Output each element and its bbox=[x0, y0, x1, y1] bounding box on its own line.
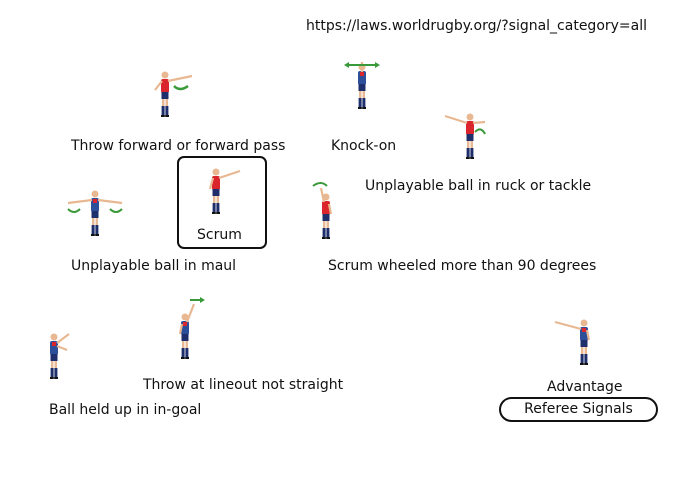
signal-label-knock-on: Knock-on bbox=[331, 138, 397, 154]
referee-lineout-icon bbox=[176, 297, 205, 366]
signal-label-scrum-wheeled: Scrum wheeled more than 90 degrees bbox=[328, 258, 597, 274]
referee-signals-button[interactable]: Referee Signals bbox=[499, 397, 658, 422]
signal-label-scrum: Scrum bbox=[197, 227, 242, 243]
referee-advantage-icon bbox=[554, 318, 593, 372]
scrum-highlight-box bbox=[177, 156, 267, 249]
signal-label-unplayable-maul: Unplayable ball in maul bbox=[71, 258, 237, 274]
referee-scrum-icon bbox=[207, 167, 241, 221]
url-text: https://laws.worldrugby.org/?signal_cate… bbox=[306, 18, 648, 34]
referee-ball-held-up-icon bbox=[45, 332, 70, 386]
signal-label-throw-forward: Throw forward or forward pass bbox=[71, 138, 286, 154]
signal-label-ball-held-up: Ball held up in in-goal bbox=[49, 402, 202, 418]
referee-knock-on-icon bbox=[344, 62, 380, 116]
signal-label-unplayable-ruck: Unplayable ball in ruck or tackle bbox=[365, 178, 592, 194]
signal-label-advantage: Advantage bbox=[547, 379, 623, 395]
referee-unplayable-ruck-icon bbox=[444, 112, 486, 166]
referee-throw-forward-icon bbox=[154, 70, 193, 124]
referee-scrum-wheeled-icon bbox=[312, 182, 335, 246]
referee-unplayable-maul-icon bbox=[67, 189, 123, 243]
signal-label-lineout: Throw at lineout not straight bbox=[143, 377, 344, 393]
